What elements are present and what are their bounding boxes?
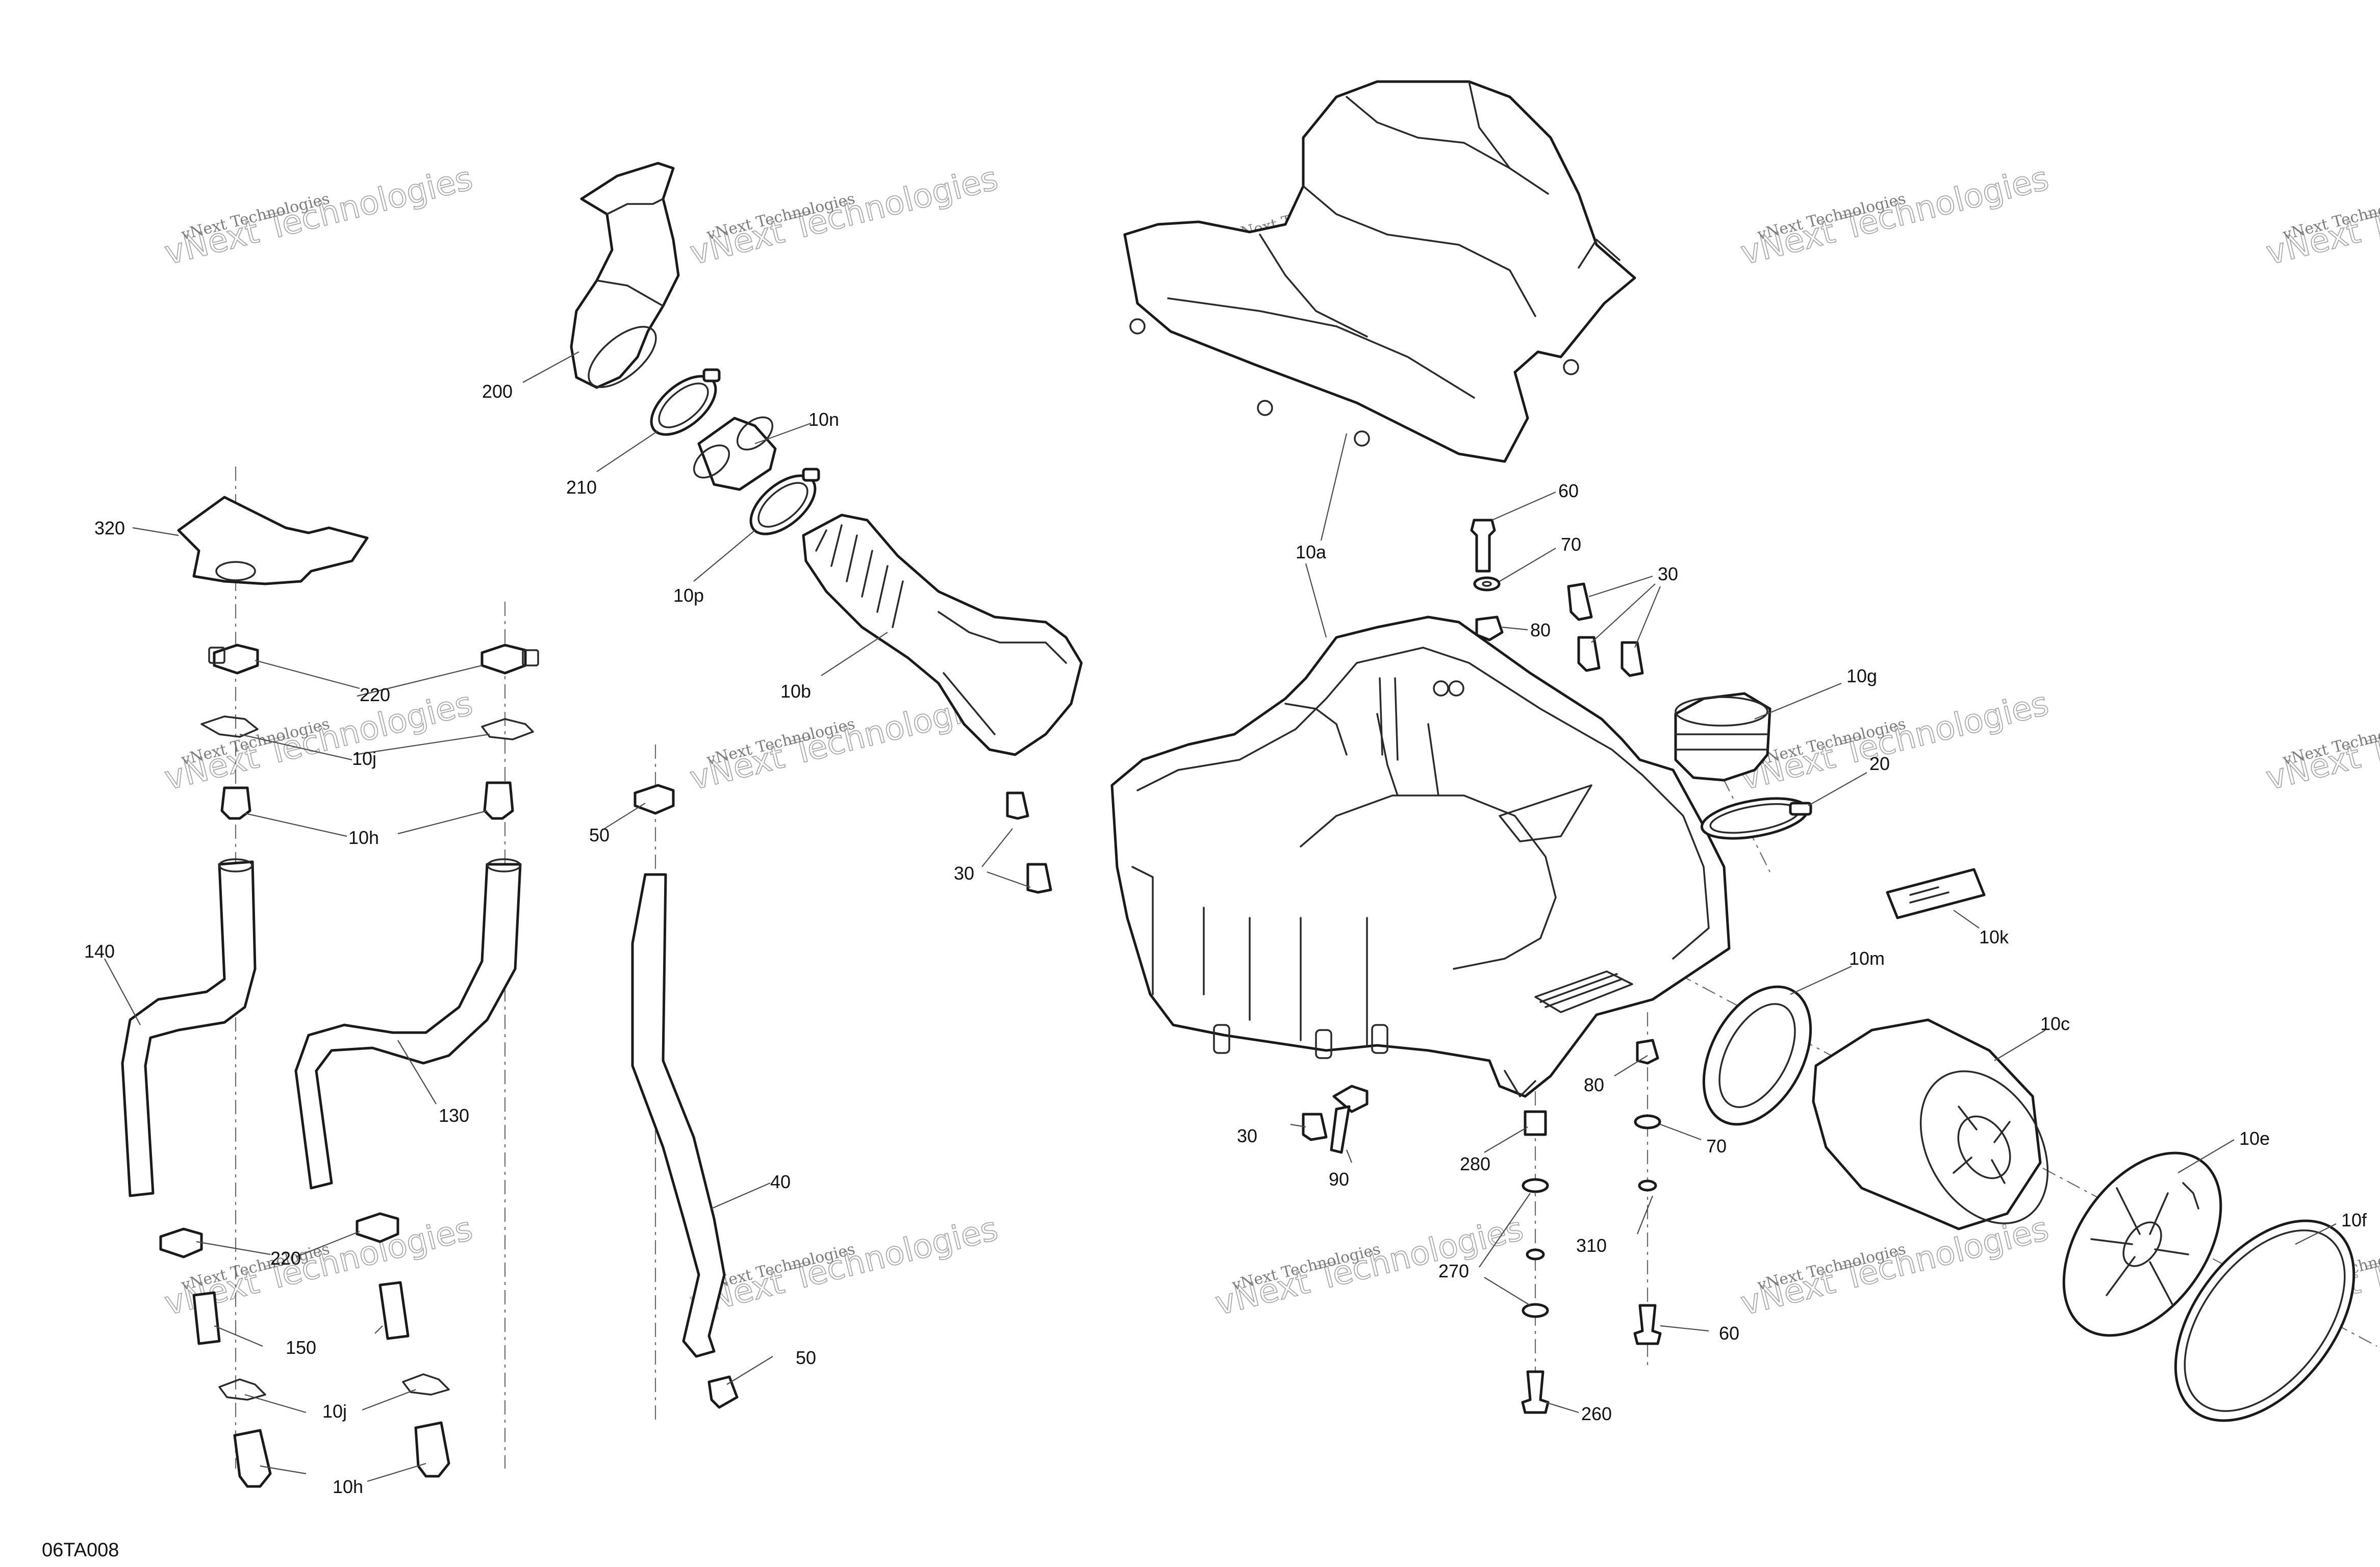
callout-10e: 10e [2239, 1128, 2270, 1149]
svg-text:vNext Technologies: vNext Technologies [1737, 685, 2053, 798]
callout-10h: 10h [348, 827, 379, 848]
callout-10m: 10m [1849, 948, 1885, 969]
coupler-10n [693, 416, 777, 491]
seal-ring-10m [1702, 985, 1812, 1126]
callout-80-lower: 80 [1584, 1074, 1604, 1095]
watermark: vNext Technologies vNext Technologies [2262, 159, 2380, 273]
callout-10p: 10p [673, 585, 704, 606]
clamp-20 [1700, 797, 1812, 840]
callout-310: 310 [1576, 1235, 1607, 1256]
watermark: vNext Technologies vNext Technologies [1737, 159, 2053, 273]
breather-hose-40 [631, 784, 739, 1409]
watermark: vNext Technologies vNext Technologies [686, 159, 1002, 273]
air-box-cover [1123, 80, 1636, 463]
callout-10k: 10k [1979, 927, 2009, 947]
watermark: vNext Technologies vNext Technologies [161, 159, 477, 273]
callout-10j: 10j [352, 748, 376, 769]
screw-90 [1330, 1085, 1369, 1154]
intake-duct [570, 162, 680, 389]
washer-70-lower [1634, 1114, 1661, 1129]
callout-280: 280 [1460, 1153, 1490, 1174]
bolt-60-lower [1633, 1304, 1662, 1345]
callout-30-lower: 30 [1237, 1125, 1257, 1146]
callout-50: 50 [589, 825, 610, 845]
watermark: vNext Technologies vNext Technologies [686, 1210, 1002, 1323]
grommet-80-top [1475, 615, 1504, 641]
callout-10c: 10c [2040, 1013, 2070, 1034]
callout-10g: 10g [1846, 665, 1877, 686]
watermark: vNext Technologies vNext Technologies [1737, 684, 2053, 798]
callout-210: 210 [566, 477, 597, 498]
clip-30-left [1006, 791, 1052, 894]
bolt-60-top [1470, 519, 1496, 573]
callout-70-lower: 70 [1706, 1136, 1727, 1157]
washer-270-a [1522, 1178, 1549, 1193]
svg-text:vNext Technologies: vNext Technologies [687, 1210, 1002, 1323]
clip-30-lower [1302, 1113, 1328, 1141]
callout-50-lower: 50 [796, 1347, 816, 1368]
figure-reference: 06TA008 [42, 1539, 119, 1561]
air-box-base [1110, 615, 1731, 1098]
spacer-280 [1524, 1110, 1547, 1136]
boot-10g [1674, 692, 1771, 782]
callout-220: 220 [360, 684, 390, 705]
clips-30-top [1567, 582, 1644, 677]
callout-60: 60 [1558, 480, 1579, 501]
callout-10j-lower: 10j [322, 1401, 347, 1422]
bolt-260 [1521, 1370, 1550, 1414]
watermark: vNext Technologies vNext Technologies [1211, 1210, 1528, 1323]
callout-10n: 10n [808, 409, 839, 430]
watermark: vNext Technologies vNext Technologies [2262, 684, 2380, 798]
callout-10a: 10a [1296, 542, 1327, 562]
callout-30-top: 30 [1658, 563, 1678, 584]
watermark: vNext Technologies vNext Technologies [161, 684, 477, 798]
callout-60-lower: 60 [1719, 1323, 1739, 1344]
callout-70: 70 [1561, 534, 1581, 555]
plate-320 [177, 496, 369, 585]
callout-40: 40 [770, 1171, 791, 1192]
left-hose-assembly [121, 644, 539, 1488]
callout-150: 150 [286, 1337, 316, 1358]
svg-text:vNext Technologies: vNext Technologies [161, 160, 476, 272]
svg-text:vNext Technologies: vNext Technologies [687, 160, 1002, 272]
callout-270: 270 [1438, 1261, 1469, 1281]
svg-text:vNext Technologies: vNext Technologies [161, 685, 476, 798]
callout-80: 80 [1530, 620, 1551, 640]
gasket-ring-10f [2174, 1219, 2356, 1422]
callout-200: 200 [482, 381, 513, 402]
callout-260: 260 [1581, 1403, 1612, 1424]
callout-130: 130 [439, 1105, 469, 1126]
clamp-10p [749, 468, 820, 535]
callout-labels: 320 220 10j 10h 140 130 220 150 10j 10h … [84, 381, 2367, 1497]
clamp-210 [650, 368, 721, 436]
label-10k [1886, 868, 1986, 919]
callout-30: 30 [954, 863, 974, 884]
callout-140: 140 [84, 941, 115, 962]
washer-270-b [1522, 1303, 1549, 1318]
callout-320: 320 [94, 518, 125, 538]
leader-lines [104, 351, 2337, 1482]
air-filter-10c [1812, 1018, 2049, 1230]
svg-text:vNext Technologies: vNext Technologies [1737, 160, 2053, 272]
filter-cap-10e [2062, 1151, 2222, 1337]
callout-10h-lower: 10h [333, 1476, 363, 1497]
intake-bellows-10b [802, 513, 1083, 756]
callout-220-lower: 220 [270, 1248, 301, 1269]
callout-20: 20 [1869, 753, 1890, 774]
callout-10b: 10b [780, 681, 811, 702]
washer-70-top [1473, 576, 1501, 592]
callout-90: 90 [1329, 1169, 1349, 1190]
callout-10f: 10f [2341, 1210, 2367, 1230]
washer-310 [1526, 1179, 1657, 1261]
grommet-80-lower [1636, 1039, 1659, 1065]
svg-text:vNext Technologies: vNext Technologies [1737, 1210, 2053, 1323]
